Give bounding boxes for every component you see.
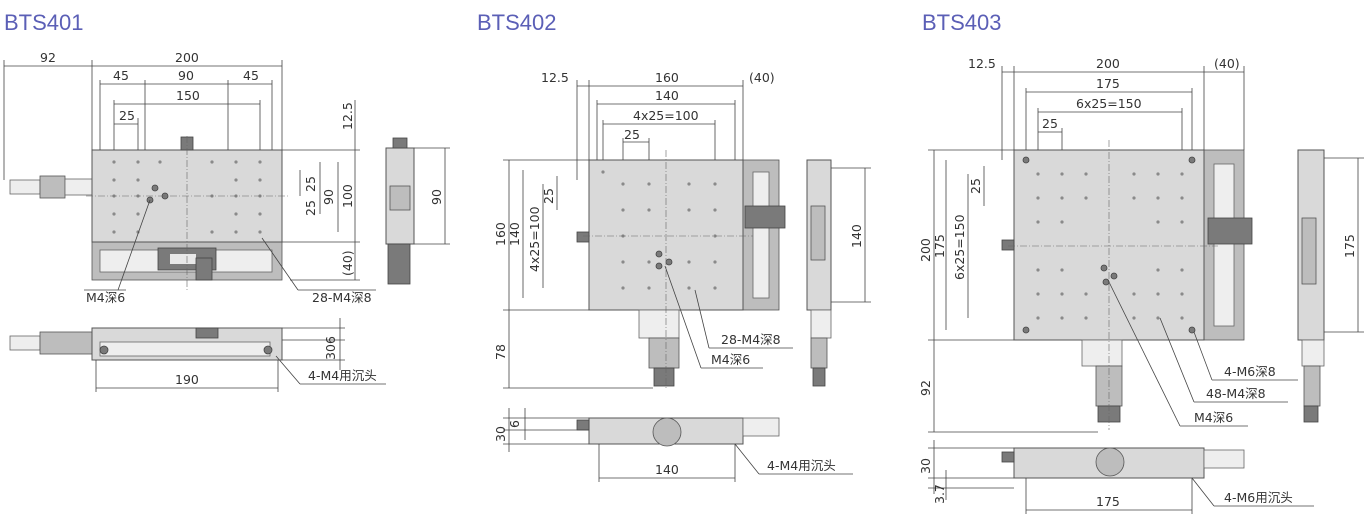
dim-label: 25 xyxy=(968,178,983,194)
dim-label: 140 xyxy=(507,222,522,246)
lock-knob xyxy=(576,231,590,243)
dim-label: 30 xyxy=(918,458,933,474)
dim-label: 3.7 xyxy=(932,484,947,504)
micrometer-thimble xyxy=(9,179,41,195)
digital-display xyxy=(1207,217,1253,245)
note-label: M4深6 xyxy=(711,352,750,367)
bts403-drawing: 12.5 200 (40) 175 6x25=150 25 200 175 6x… xyxy=(918,56,1364,514)
bts401-drawing: 92 200 45 90 45 150 25 12.5 25 25 90 100… xyxy=(3,50,450,392)
note-label: 48-M4深8 xyxy=(1206,386,1266,401)
digital-display xyxy=(744,205,786,229)
side-view xyxy=(385,137,450,285)
micrometer-sleeve xyxy=(64,178,93,196)
note-label: M4深6 xyxy=(86,290,125,305)
dim-label: 140 xyxy=(655,88,679,103)
dimension-lines xyxy=(3,60,360,281)
mounting-holes xyxy=(1022,156,1196,334)
note-label: 4-M6深8 xyxy=(1224,364,1276,379)
dim-label: 200 xyxy=(175,50,199,65)
dim-label: 25 xyxy=(303,176,318,192)
dim-label: 25 xyxy=(1042,116,1058,131)
dim-label: 200 xyxy=(1096,56,1120,71)
dim-label: 200 xyxy=(918,238,933,262)
dim-label: 78 xyxy=(493,344,508,360)
display-screen xyxy=(170,254,196,264)
dim-label: 150 xyxy=(176,88,200,103)
panel-bts402: BTS402 xyxy=(473,0,893,527)
side-view xyxy=(806,159,871,387)
dim-label: 6x25=150 xyxy=(952,214,967,280)
front-view xyxy=(928,440,1245,514)
dim-label: 100 xyxy=(340,184,355,208)
model-title: BTS401 xyxy=(4,10,84,35)
bts402-drawing: 12.5 160 (40) 140 4x25=100 25 160 140 4x… xyxy=(493,70,871,482)
dim-label: 175 xyxy=(1342,234,1357,258)
dim-label: 45 xyxy=(113,68,129,83)
top-view xyxy=(1001,140,1253,430)
dim-label: 90 xyxy=(321,189,336,205)
dim-label: 6 xyxy=(323,336,338,344)
note-label: 4-M4用沉头 xyxy=(767,458,836,473)
micrometer-barrel xyxy=(39,175,66,199)
dim-label: 30 xyxy=(493,426,508,442)
dim-label: 175 xyxy=(932,234,947,258)
top-view xyxy=(9,136,290,290)
dim-label: 12.5 xyxy=(340,102,355,130)
dim-label: 25 xyxy=(541,188,556,204)
lock-knob xyxy=(1001,239,1015,251)
side-view xyxy=(1297,149,1364,423)
dim-label: 25 xyxy=(119,108,135,123)
dim-label: (40) xyxy=(749,70,775,85)
dim-label: 160 xyxy=(493,222,508,246)
micrometer-barrel xyxy=(648,337,680,369)
front-view xyxy=(9,318,345,392)
model-title: BTS402 xyxy=(477,10,557,35)
panel-bts401: BTS401 xyxy=(0,0,455,527)
dim-label: 25 xyxy=(303,200,318,216)
note-label: 4-M4用沉头 xyxy=(308,368,377,383)
dim-label: 90 xyxy=(429,189,444,205)
display-knob xyxy=(195,257,213,281)
dim-label: 6 xyxy=(507,420,522,428)
dim-label: 140 xyxy=(849,224,864,248)
note-label: M4深6 xyxy=(1194,410,1233,425)
dim-label: 175 xyxy=(1096,76,1120,91)
mounting-holes xyxy=(112,160,262,234)
dim-label: (40) xyxy=(1214,56,1240,71)
dim-label: 4x25=100 xyxy=(633,108,699,123)
dim-label: 175 xyxy=(1096,494,1120,509)
dim-label: 12.5 xyxy=(968,56,996,71)
note-label: 28-M4深8 xyxy=(721,332,781,347)
dim-label: (40) xyxy=(340,250,355,276)
dimension-lines xyxy=(928,66,1245,433)
dim-label: 90 xyxy=(178,68,194,83)
top-view xyxy=(576,150,786,390)
dim-label: 92 xyxy=(918,380,933,396)
dimension-lines xyxy=(503,80,744,389)
dim-label: 190 xyxy=(175,372,199,387)
dim-label: 25 xyxy=(624,127,640,142)
dim-label: 6x25=150 xyxy=(1076,96,1142,111)
dim-label: 4x25=100 xyxy=(527,206,542,272)
dim-label: 30 xyxy=(323,344,338,360)
dim-label: 92 xyxy=(40,50,56,65)
dim-label: 160 xyxy=(655,70,679,85)
panel-bts403: BTS403 xyxy=(918,0,1372,527)
note-label: 28-M4深8 xyxy=(312,290,372,305)
front-view xyxy=(503,408,780,482)
micrometer-thimble xyxy=(653,367,675,387)
dim-label: 140 xyxy=(655,462,679,477)
note-label: 4-M6用沉头 xyxy=(1224,490,1293,505)
dim-label: 45 xyxy=(243,68,259,83)
dim-label: 12.5 xyxy=(541,70,569,85)
model-title: BTS403 xyxy=(922,10,1002,35)
